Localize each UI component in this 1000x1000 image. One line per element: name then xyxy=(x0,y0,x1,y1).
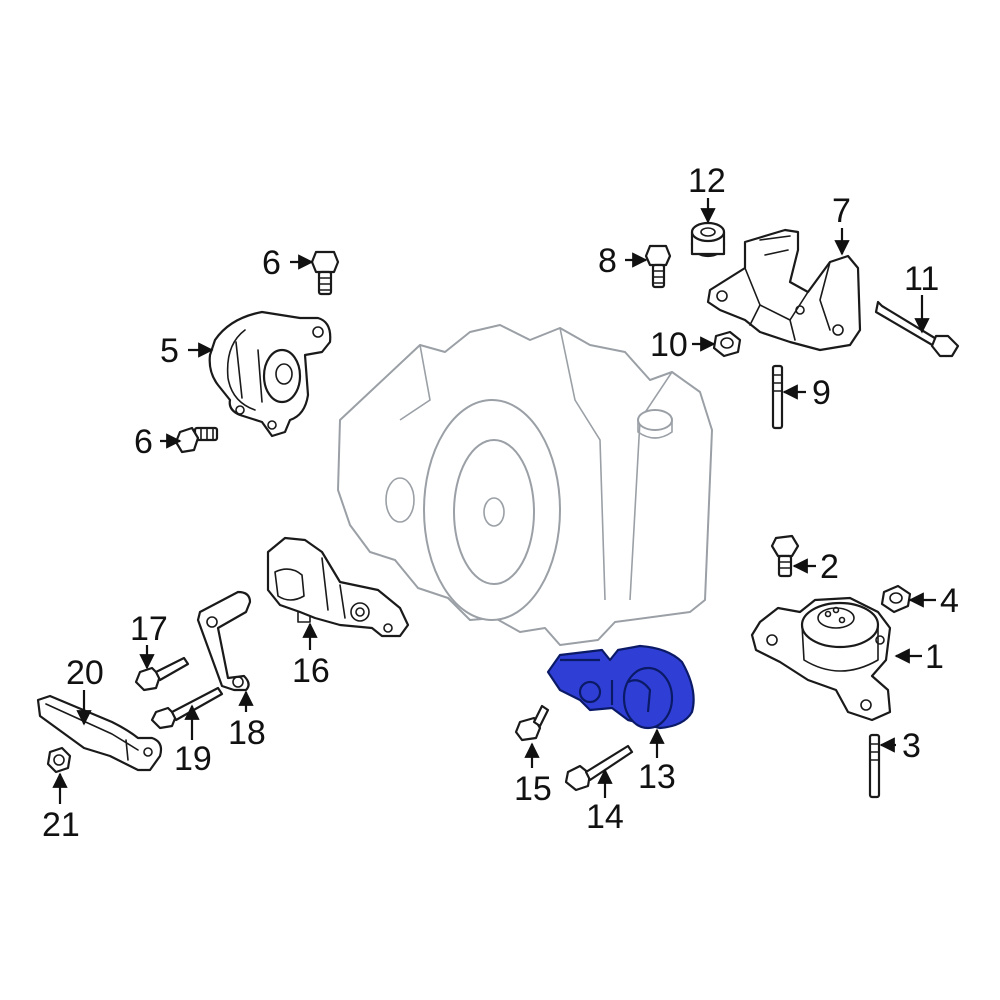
part-12-bushing xyxy=(690,221,726,258)
callout-2: 2 xyxy=(820,548,839,586)
part-7-bracket xyxy=(706,228,862,352)
callout-10: 10 xyxy=(650,326,688,364)
part-6-bolt-upper xyxy=(310,250,340,296)
callout-16: 16 xyxy=(292,652,330,690)
callout-19: 19 xyxy=(174,740,212,778)
callout-11: 11 xyxy=(904,260,939,298)
callout-4: 4 xyxy=(940,582,959,620)
callout-8: 8 xyxy=(598,242,617,280)
leader-arrows xyxy=(52,198,936,804)
part-6-bolt-lower xyxy=(174,426,219,454)
part-19-bolt xyxy=(150,686,224,730)
part-2-bolt xyxy=(770,534,800,578)
part-11-long-bolt xyxy=(874,300,960,358)
part-15-bolt xyxy=(514,704,550,742)
callout-5: 5 xyxy=(160,332,179,370)
part-17-bolt xyxy=(134,656,190,692)
callout-18: 18 xyxy=(228,714,266,752)
part-14-bolt xyxy=(564,744,634,792)
callout-14: 14 xyxy=(586,798,624,836)
part-20-bar xyxy=(36,694,163,772)
part-21-nut xyxy=(46,746,72,774)
part-5-mount xyxy=(208,310,332,438)
callout-6-upper: 6 xyxy=(262,244,281,282)
callout-9: 9 xyxy=(812,374,831,412)
callout-12: 12 xyxy=(688,162,726,200)
part-9-stud xyxy=(771,364,784,430)
part-8-bolt xyxy=(644,244,672,289)
part-4-nut xyxy=(880,584,912,614)
part-16-bracket xyxy=(266,536,410,638)
part-13-mount-highlighted[interactable] xyxy=(546,644,695,730)
callout-labels: 1 2 3 4 5 6 6 7 8 9 10 11 12 13 14 15 16… xyxy=(42,162,959,844)
callout-17: 17 xyxy=(130,610,168,648)
callout-21: 21 xyxy=(42,806,80,844)
callout-7: 7 xyxy=(832,192,851,230)
callout-13: 13 xyxy=(638,758,676,796)
callout-1: 1 xyxy=(925,638,944,676)
part-1-engine-mount xyxy=(750,596,892,722)
part-10-nut xyxy=(712,330,742,358)
transmission-housing xyxy=(337,324,713,646)
callout-20: 20 xyxy=(66,654,104,692)
callout-3: 3 xyxy=(902,727,921,765)
callout-15: 15 xyxy=(514,770,552,808)
part-3-stud xyxy=(868,733,881,799)
callout-6-lower: 6 xyxy=(134,423,153,461)
part-18-link xyxy=(196,590,252,692)
